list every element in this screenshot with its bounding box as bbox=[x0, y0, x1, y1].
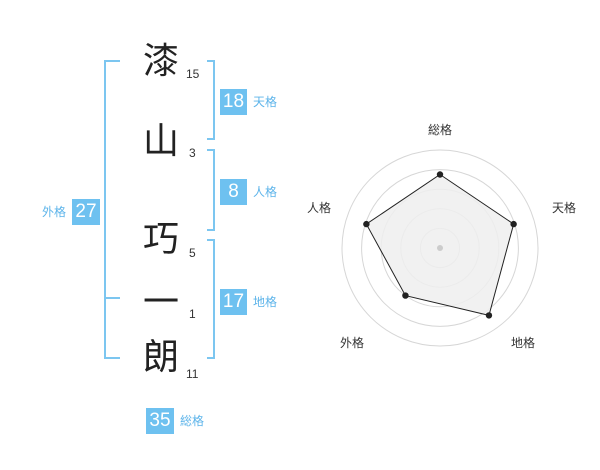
radar-label-chikaku: 地格 bbox=[511, 336, 536, 350]
tenkaku-label: 天格 bbox=[253, 95, 278, 109]
jinkaku-value: 8 bbox=[220, 179, 247, 205]
radar-label-jinkaku: 人格 bbox=[307, 201, 332, 215]
stroke-count-3: 5 bbox=[189, 246, 196, 260]
jinkaku-label: 人格 bbox=[253, 185, 278, 199]
radar-point-5 bbox=[363, 220, 370, 228]
radar-ring-2 bbox=[361, 169, 519, 327]
chikaku-value: 17 bbox=[220, 289, 247, 315]
name-char-5: 朗 bbox=[143, 337, 180, 378]
radar-ring-1 bbox=[341, 149, 539, 347]
stroke-count-2: 3 bbox=[189, 146, 196, 160]
radar-label-tenkaku: 天格 bbox=[552, 201, 577, 215]
name-char-3: 巧 bbox=[143, 219, 180, 260]
tenkaku-value: 18 bbox=[220, 89, 247, 115]
name-char-4: 一 bbox=[143, 282, 180, 323]
radar-polygon bbox=[365, 173, 515, 316]
soukaku-value: 35 bbox=[146, 408, 174, 434]
chikaku-label: 地格 bbox=[253, 295, 278, 309]
name-char-1: 漆 bbox=[143, 41, 180, 82]
stroke-count-1: 15 bbox=[186, 67, 200, 81]
radar-point-2 bbox=[510, 220, 517, 228]
radar-label-gaikaku: 外格 bbox=[340, 336, 365, 350]
radar-label-soukaku: 総格 bbox=[428, 123, 453, 137]
gaikaku-label: 外格 bbox=[42, 205, 67, 219]
name-char-2: 山 bbox=[143, 121, 180, 162]
stroke-count-4: 1 bbox=[189, 307, 196, 321]
soukaku-label: 総格 bbox=[180, 414, 205, 428]
stroke-count-5: 11 bbox=[186, 367, 199, 381]
radar-point-1 bbox=[436, 171, 444, 178]
radar-point-3 bbox=[485, 312, 493, 319]
gaikaku-value: 27 bbox=[72, 199, 100, 225]
radar-center-dot bbox=[437, 245, 443, 251]
radar-point-4 bbox=[402, 292, 409, 299]
